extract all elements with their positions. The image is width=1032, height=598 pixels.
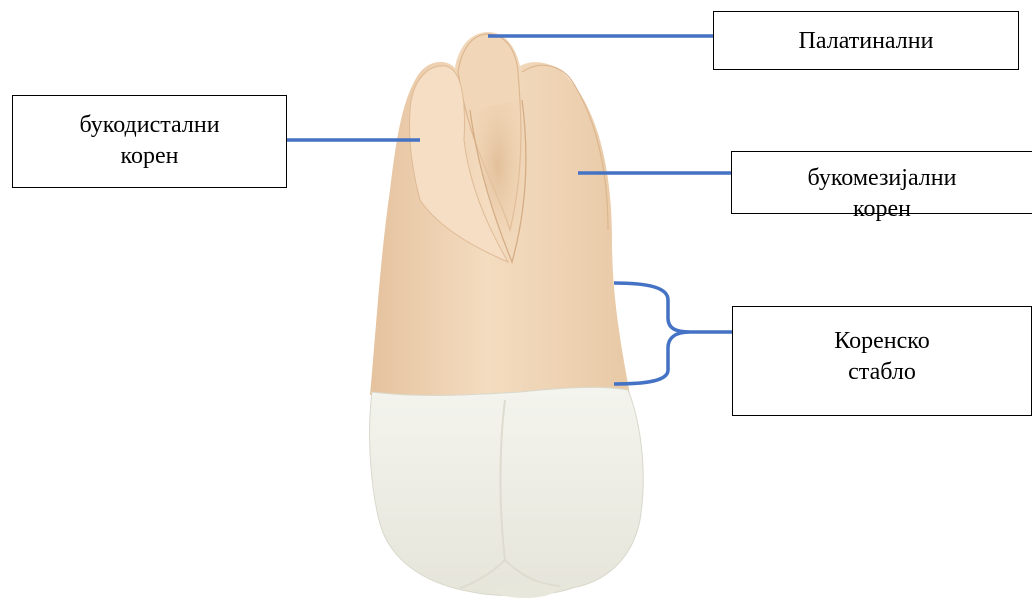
root-trunk-bracket [614,283,732,384]
root-trunk-label: Коренско стабло [732,306,1032,416]
root-trunk-label-line2: стабло [733,357,1031,388]
mesiobuccal-root-label-line1: букомезијални [732,163,1032,194]
root-trunk-label-line1: Коренско [733,326,1031,357]
palatal-root-label-text: Палатинални [714,26,1018,57]
palatal-root-label: Палатинални [713,11,1019,70]
distobuccal-root-label-line1: букодистални [13,110,286,141]
mesiobuccal-root-label: букомезијални корен [731,151,1032,214]
distobuccal-root-label: букодистални корен [12,95,287,188]
distobuccal-root-label-line2: корен [13,141,286,172]
mesiobuccal-root-label-line2: корен [732,194,1032,225]
